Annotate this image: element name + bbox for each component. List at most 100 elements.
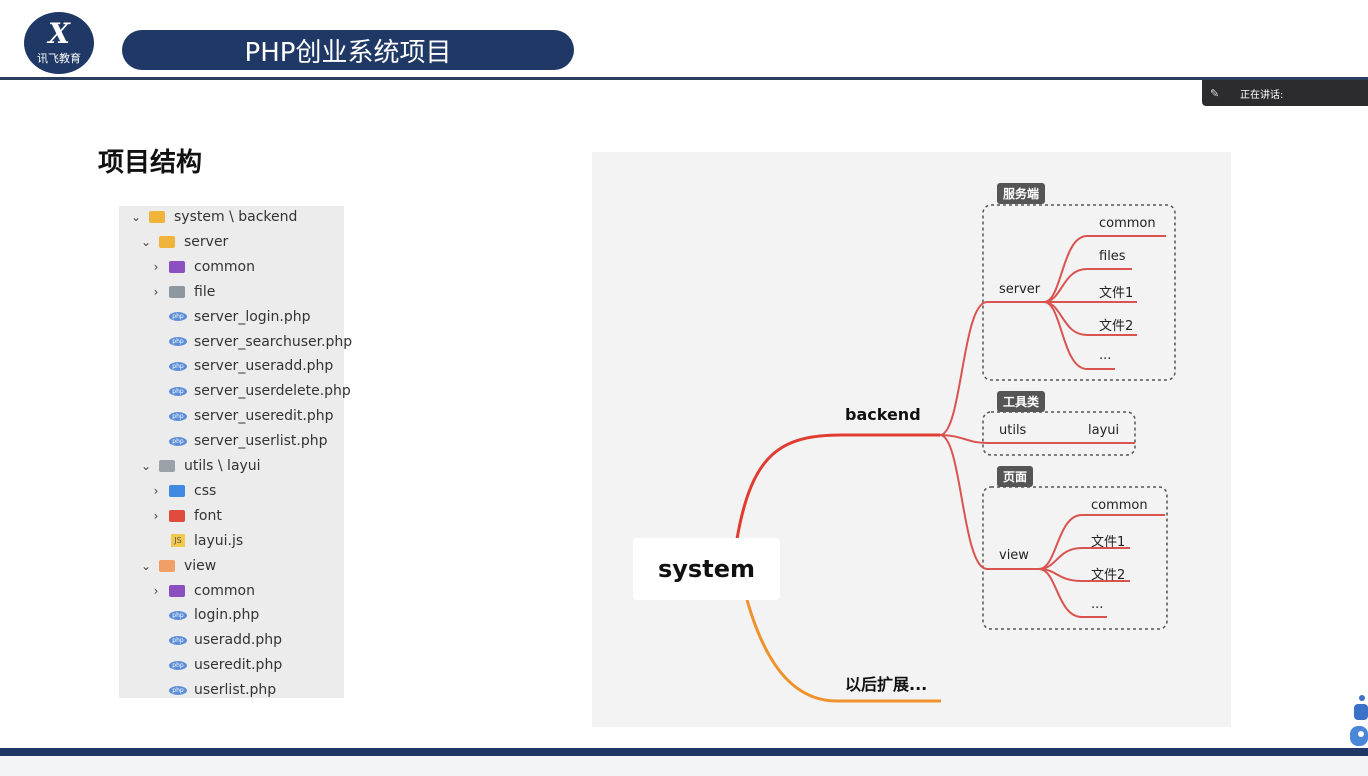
view-child: common [1091,498,1148,513]
tree-item[interactable]: › css [149,479,217,503]
tree-item-label: server [184,233,229,250]
folder-purple-icon [169,260,185,273]
branch-extend [745,599,941,703]
utils-group-tag: 工具类 [997,391,1046,412]
tree-item-label: common [194,258,255,275]
mindmap-connectors [735,204,1176,703]
tree-item[interactable]: php login.php [149,603,259,627]
php-file-icon: php [169,411,187,421]
chevron-down-icon[interactable]: ⌄ [140,459,152,473]
tree-item[interactable]: ⌄ server [139,230,228,254]
tree-item[interactable]: › font [149,504,222,528]
tree-item[interactable]: php server_userlist.php [149,429,328,453]
tree-item-label: view [184,557,217,574]
chevron-right-icon[interactable]: › [153,259,159,274]
folder-open-icon [149,211,165,223]
server-group-tag: 服务端 [997,183,1046,204]
mindmap-panel: system backend 以后扩展... 服务端 server common… [592,152,1231,727]
tree-item-label: font [194,507,222,524]
chevron-down-icon[interactable]: ⌄ [140,234,152,249]
microphone-icon: ✎ [1210,86,1220,100]
branch-utils [939,434,1135,444]
tree-item[interactable]: php useredit.php [149,653,282,677]
tree-item[interactable]: JS layui.js [149,529,243,553]
php-file-icon: php [169,610,187,620]
chevron-right-icon[interactable]: › [153,284,159,299]
php-file-icon: php [169,337,187,346]
tree-item-label: server_useradd.php [194,358,334,375]
tree-item[interactable]: php useradd.php [149,628,282,652]
php-file-icon: php [169,312,187,322]
tree-item[interactable]: ⌄ view [139,554,216,578]
chevron-down-icon[interactable]: ⌄ [140,558,152,573]
tree-item[interactable]: php server_searchuser.php [149,330,352,354]
chevron-right-icon[interactable]: › [153,483,159,498]
server-child: 文件2 [1099,319,1134,334]
header-divider [0,77,1368,80]
tree-item-label: useradd.php [194,632,282,649]
tree-item[interactable]: › common [149,579,255,603]
tree-item-label: useredit.php [194,657,283,674]
server-node: server [999,282,1041,297]
folder-gray-icon [169,285,185,298]
folder-gray-open-icon [159,460,175,472]
section-title: 项目结构 [98,148,203,178]
tree-item[interactable]: php server_useradd.php [149,354,333,378]
footer-strip [0,756,1368,776]
tree-item-label: server_login.php [194,308,311,325]
server-child: 文件1 [1099,286,1134,301]
tree-item-label: server_userlist.php [194,433,328,450]
php-file-icon: php [169,386,187,396]
tree-item[interactable]: › common [149,255,255,279]
server-child: ... [1099,348,1112,363]
utils-group-box [982,411,1136,456]
tree-item-label: login.php [194,607,260,624]
view-child: ... [1091,597,1104,612]
php-file-icon: php [169,361,187,371]
view-group-tag: 页面 [997,466,1034,487]
tree-item[interactable]: php server_login.php [149,305,311,329]
speaking-indicator: ✎ 正在讲话: [1202,80,1368,106]
js-file-icon: JS [171,534,185,548]
view-node: view [999,548,1029,563]
php-file-icon: php [169,660,187,670]
tree-item[interactable]: ⌄ system \ backend [129,205,297,229]
view-group-box [982,486,1168,630]
slide-title: PHP创业系统项目 [122,30,574,70]
branch-view [939,434,1039,570]
tree-item[interactable]: ⌄utils \ layui [139,454,261,478]
tree-item[interactable]: › file [149,280,216,304]
php-file-icon: php [169,635,187,645]
logo-text: 讯飞教育 [37,52,81,65]
utils-child: layui [1088,423,1120,438]
tree-item-label: system \ backend [174,209,298,225]
folder-view-icon [159,559,175,572]
php-file-icon: php [169,685,187,695]
chevron-right-icon[interactable]: › [153,508,159,523]
tree-item[interactable]: php server_useredit.php [149,404,334,428]
speaking-label: 正在讲话: [1240,89,1284,101]
brand-logo: X 讯飞教育 [24,12,94,74]
tree-item-label: file [194,283,216,300]
folder-open-icon [159,235,175,248]
branch-backend [735,433,940,540]
view-child: 文件2 [1091,568,1126,583]
tree-item-label: common [194,582,255,599]
folder-red-icon [169,509,185,522]
logo-mark: X [48,17,70,50]
tree-item-label: css [194,482,217,499]
chevron-down-icon[interactable]: ⌄ [130,210,142,224]
mindmap-extend: 以后扩展... [845,675,928,694]
tree-item-label: layui.js [194,532,244,549]
assistant-robot-icon[interactable] [1346,690,1368,750]
view-child: 文件1 [1091,535,1126,550]
chevron-right-icon[interactable]: › [153,583,159,598]
php-file-icon: php [169,436,187,446]
mindmap-backend: backend [845,405,921,424]
server-child: files [1099,249,1126,264]
tree-item-label: server_useredit.php [194,408,334,425]
tree-item-label: server_searchuser.php [194,333,353,350]
